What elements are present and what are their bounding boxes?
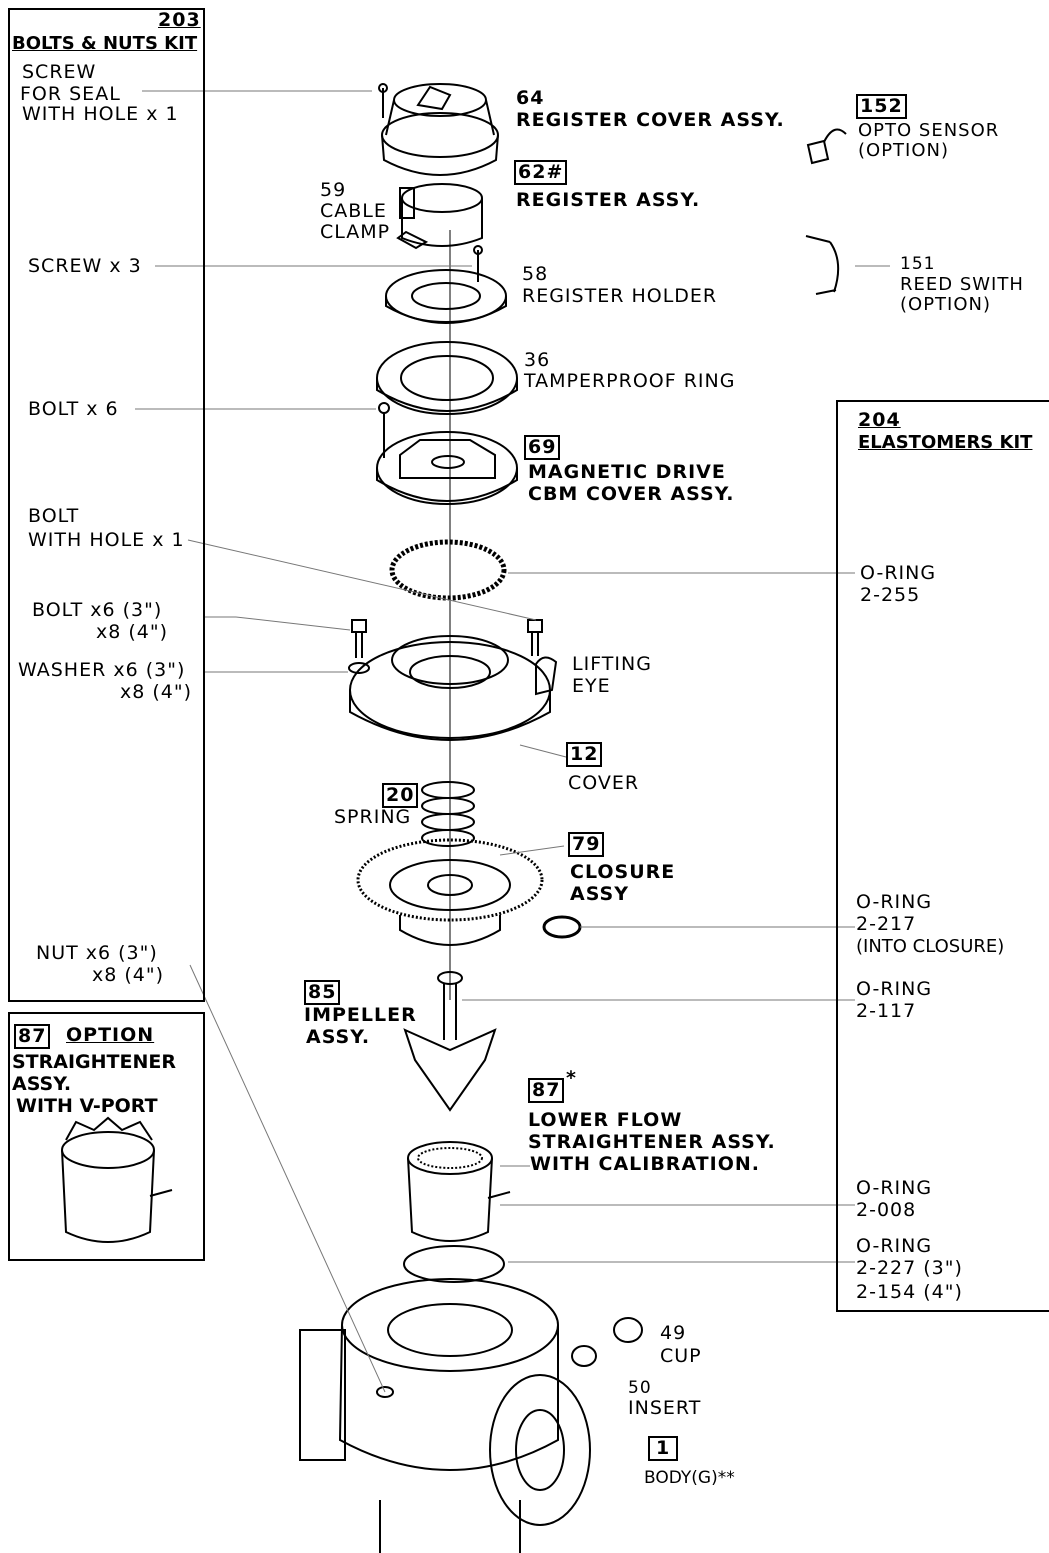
part-69-name-2: CBM COVER ASSY.	[528, 483, 735, 505]
part-87-number: 87	[528, 1078, 565, 1103]
oring-2-217-part	[542, 915, 582, 939]
part-36-label-1: 36	[524, 349, 551, 371]
oring-2-255-part	[389, 539, 507, 601]
part-85-number: 85	[304, 980, 341, 1005]
part-49-label-2: CUP	[660, 1345, 702, 1367]
option-kit-desc-2: ASSY.	[12, 1073, 72, 1095]
part-151-label-1: 151	[900, 254, 936, 274]
part-36-label-2: TAMPERPROOF RING	[524, 370, 736, 392]
opto-sensor-part	[806, 128, 847, 165]
impeller-part	[403, 971, 497, 1112]
washer-label-1: WASHER x6 (3")	[18, 659, 186, 681]
oring-217-label-1: O-RING	[856, 891, 933, 913]
part-64-name: REGISTER COVER ASSY.	[516, 109, 785, 131]
kit-204-title: ELASTOMERS KIT	[858, 432, 1033, 453]
straightener-part	[407, 1141, 511, 1242]
register-cover-part	[378, 83, 499, 176]
bolts-nuts-kit-box	[8, 8, 205, 1002]
oring-008-label-2: 2-008	[856, 1199, 917, 1221]
nut-label-1: NUT x6 (3")	[36, 942, 158, 964]
screw-seal-label-1: SCREW	[22, 61, 97, 83]
part-152-name-1: OPTO SENSOR	[858, 120, 1000, 141]
nut-label-2: x8 (4")	[92, 964, 165, 986]
bolt-hole-label-1: BOLT	[28, 505, 80, 527]
part-59-label-2: CABLE	[320, 200, 387, 222]
part-85-name-1: IMPELLER	[304, 1004, 417, 1026]
oring-2-227-part	[403, 1245, 505, 1283]
kit-203-number: 203	[158, 9, 201, 31]
part-152-number: 152	[856, 94, 907, 119]
part-64-number: 64	[516, 87, 545, 109]
part-87-name-2: STRAIGHTENER ASSY.	[528, 1131, 776, 1153]
part-50-label-1: 50	[628, 1378, 652, 1398]
part-62-name: REGISTER ASSY.	[516, 189, 701, 211]
oring-217-label-2: 2-217	[856, 913, 917, 935]
part-152-name-2: (OPTION)	[858, 140, 950, 161]
oring-008-label-1: O-RING	[856, 1177, 933, 1199]
part-69-name-1: MAGNETIC DRIVE	[528, 461, 726, 483]
part-58-label-2: REGISTER HOLDER	[522, 285, 718, 307]
lifting-eye-label-2: EYE	[572, 675, 611, 697]
part-151-label-3: (OPTION)	[900, 294, 992, 315]
lifting-eye-label-1: LIFTING	[572, 653, 652, 675]
part-20-number: 20	[382, 783, 419, 808]
oring-117-label-1: O-RING	[856, 978, 933, 1000]
register-holder-part	[385, 245, 507, 324]
cover-part	[349, 635, 558, 741]
part-20-name: SPRING	[334, 806, 412, 828]
option-straightener-part	[61, 1116, 173, 1243]
part-69-number: 69	[524, 435, 561, 460]
spring-part	[421, 781, 475, 847]
part-87-name-1: LOWER FLOW	[528, 1109, 683, 1131]
kit-203-title: BOLTS & NUTS KIT	[12, 33, 198, 54]
part-59-label-1: 59	[320, 179, 347, 201]
part-151-label-2: REED SWITH	[900, 274, 1024, 295]
oring-217-label-3: (INTO CLOSURE)	[856, 936, 1005, 957]
part-79-name-1: CLOSURE	[570, 861, 676, 883]
screw-3-label: SCREW x 3	[28, 255, 142, 277]
part-58-label-1: 58	[522, 263, 549, 285]
closure-part	[356, 838, 544, 946]
oring-255-label-1: O-RING	[860, 562, 937, 584]
part-1-number: 1	[648, 1436, 679, 1461]
part-87-name-3: WITH CALIBRATION.	[530, 1153, 760, 1175]
register-part	[396, 183, 483, 250]
option-kit-title: OPTION	[66, 1024, 155, 1046]
option-kit-desc-3: WITH V-PORT	[16, 1095, 158, 1117]
part-50-label-2: INSERT	[628, 1397, 702, 1419]
part-87-mark: *	[566, 1067, 577, 1089]
elastomers-kit-box	[836, 400, 1049, 1312]
oring-227-label-3: 2-154 (4")	[856, 1281, 963, 1303]
kit-204-number: 204	[858, 409, 901, 431]
part-12-number: 12	[566, 742, 603, 767]
tamperproof-ring-part	[376, 341, 518, 415]
part-62-number: 62#	[514, 160, 568, 185]
screw-seal-label-2: FOR SEAL	[20, 83, 121, 105]
bolt-hole-label-2: WITH HOLE x 1	[28, 529, 185, 551]
part-79-number: 79	[568, 832, 605, 857]
reed-switch-part	[805, 235, 840, 295]
washer-label-2: x8 (4")	[120, 681, 193, 703]
part-12-name: COVER	[568, 772, 640, 794]
bolts-part	[348, 619, 543, 674]
bolt-size-label-1: BOLT x6 (3")	[32, 599, 163, 621]
oring-227-label-1: O-RING	[856, 1235, 933, 1257]
part-49-label-1: 49	[660, 1322, 687, 1344]
option-kit-desc-1: STRAIGHTENER	[12, 1051, 176, 1073]
part-79-name-2: ASSY	[570, 883, 629, 905]
magnetic-drive-cover-part	[376, 402, 518, 505]
oring-117-label-2: 2-117	[856, 1000, 917, 1022]
body-part	[299, 1278, 591, 1553]
screw-seal-label-3: WITH HOLE x 1	[22, 103, 179, 125]
part-85-name-2: ASSY.	[306, 1026, 371, 1048]
part-1-name: BODY(G)**	[644, 1468, 735, 1488]
option-kit-number: 87	[14, 1024, 51, 1049]
oring-255-label-2: 2-255	[860, 584, 921, 606]
bolt-size-label-2: x8 (4")	[96, 621, 169, 643]
oring-227-label-2: 2-227 (3")	[856, 1257, 963, 1279]
bolt-6-label: BOLT x 6	[28, 398, 119, 420]
part-59-label-3: CLAMP	[320, 221, 391, 243]
option-kit-box	[8, 1012, 205, 1261]
